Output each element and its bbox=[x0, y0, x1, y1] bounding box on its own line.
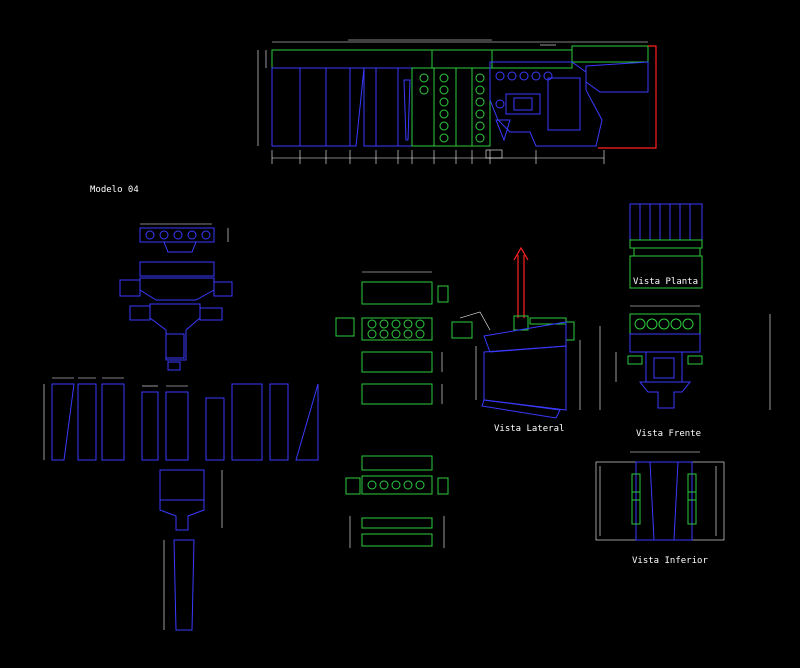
vista-inferior: Vista Inferior bbox=[595, 451, 725, 566]
exploded-parts bbox=[43, 223, 319, 631]
top-assembly bbox=[257, 39, 657, 164]
vista-planta: Vista Planta bbox=[629, 203, 703, 289]
vista-planta-label: Vista Planta bbox=[633, 277, 698, 287]
vista-lateral: Vista Lateral bbox=[459, 246, 601, 434]
vista-frente-label: Vista Frente bbox=[636, 429, 701, 439]
vista-lateral-label: Vista Lateral bbox=[494, 424, 564, 434]
section-views bbox=[335, 271, 473, 548]
vista-inferior-label: Vista Inferior bbox=[632, 556, 708, 566]
vista-frente: Vista Frente bbox=[615, 305, 771, 439]
drawing-title: Modelo 04 bbox=[90, 185, 139, 195]
